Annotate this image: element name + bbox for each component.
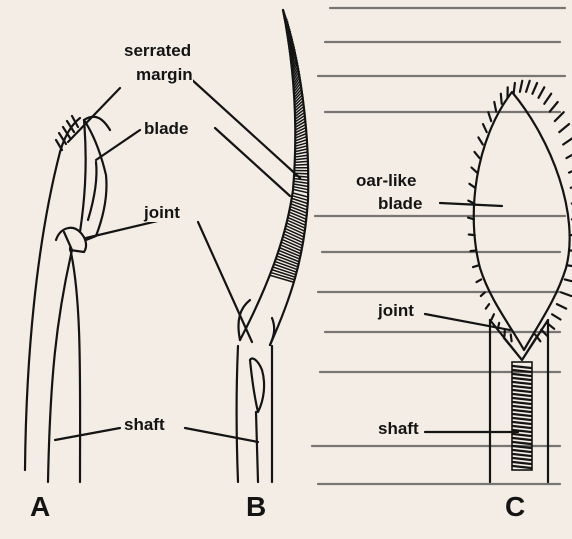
core-hatch-line bbox=[513, 450, 531, 452]
core-hatch-line bbox=[513, 410, 531, 412]
core-hatch-line bbox=[513, 414, 531, 416]
core-hatch-line bbox=[513, 418, 531, 420]
serration-tooth bbox=[477, 279, 482, 282]
figure-letter-b: B bbox=[246, 492, 266, 521]
serration-tooth bbox=[473, 265, 478, 267]
leader-blade-b bbox=[215, 128, 290, 196]
figure-letter-c: C bbox=[505, 492, 525, 521]
serration-tooth bbox=[565, 279, 572, 282]
core-hatch-line bbox=[513, 438, 531, 440]
leader-serrated-b bbox=[190, 78, 300, 178]
label-oar-like-line2: blade bbox=[378, 195, 422, 213]
figure-a-serrations bbox=[56, 116, 78, 150]
figure-a-shaft-right bbox=[70, 248, 80, 482]
label-serrated-line1: serrated bbox=[124, 42, 191, 60]
core-hatch-line bbox=[513, 466, 531, 468]
core-hatch-line bbox=[513, 378, 531, 380]
figure-c-blade bbox=[474, 92, 570, 350]
serration-tooth bbox=[552, 314, 560, 319]
core-hatch-line bbox=[513, 422, 531, 424]
core-hatch-line bbox=[513, 434, 531, 436]
serration-tooth bbox=[501, 94, 502, 104]
label-joint-c: joint bbox=[378, 302, 414, 320]
core-hatch-line bbox=[513, 374, 531, 376]
serration-tooth bbox=[526, 81, 530, 92]
serration-tooth bbox=[568, 265, 572, 267]
serration-tooth bbox=[478, 137, 482, 144]
serration-tooth bbox=[492, 314, 494, 319]
figure-b-hatching bbox=[271, 19, 309, 282]
serration-tooth bbox=[469, 184, 475, 188]
core-hatch-line bbox=[513, 394, 531, 396]
core-hatch-line bbox=[513, 446, 531, 448]
serration-tooth bbox=[555, 112, 564, 121]
figure-c-serrations bbox=[468, 81, 572, 342]
leader-joint-c bbox=[425, 314, 510, 330]
leader-shaft-a bbox=[55, 428, 120, 440]
serration-tooth bbox=[567, 152, 572, 158]
leader-serrated-a bbox=[68, 88, 120, 142]
label-blade: blade bbox=[144, 120, 188, 138]
figure-a-drawing bbox=[25, 116, 110, 482]
serration-tooth bbox=[488, 112, 491, 121]
figure-a-inner-v bbox=[48, 232, 72, 482]
figure-c-drawing bbox=[468, 81, 572, 482]
serration-tooth bbox=[514, 83, 515, 94]
serration-tooth bbox=[544, 94, 551, 104]
serration-tooth bbox=[532, 83, 537, 94]
serration-tooth bbox=[557, 304, 566, 309]
figure-a-blade-inner bbox=[88, 162, 97, 220]
core-hatch-line bbox=[513, 454, 531, 456]
core-hatch-line bbox=[513, 406, 531, 408]
label-oar-like-line1: oar-like bbox=[356, 172, 416, 190]
serration-tooth bbox=[511, 335, 512, 342]
core-hatch-line bbox=[513, 442, 531, 444]
figure-b-shaft-center bbox=[256, 412, 258, 482]
core-hatch-line bbox=[513, 458, 531, 460]
serration-tooth bbox=[561, 292, 571, 296]
label-shaft-c: shaft bbox=[378, 420, 419, 438]
figure-b-shaft bbox=[237, 346, 273, 482]
serration-tooth bbox=[469, 235, 475, 236]
core-hatch-line bbox=[513, 402, 531, 404]
core-hatch-line bbox=[513, 398, 531, 400]
serration-tooth bbox=[483, 124, 487, 132]
core-hatch-line bbox=[513, 462, 531, 464]
leader-shaft-b bbox=[185, 428, 258, 442]
serration-tooth bbox=[486, 304, 489, 309]
core-hatch-line bbox=[513, 382, 531, 384]
leader-blade-a bbox=[96, 130, 140, 160]
serration-tooth bbox=[563, 137, 572, 144]
core-hatch-line bbox=[513, 370, 531, 372]
serration-tooth bbox=[539, 87, 545, 98]
label-shaft-b: shaft bbox=[124, 416, 165, 434]
leader-oar-blade bbox=[440, 203, 502, 206]
label-joint-b: joint bbox=[144, 204, 180, 222]
figure-b-blade-right bbox=[270, 10, 308, 345]
serration-tooth bbox=[559, 124, 569, 132]
leader-joint-b bbox=[198, 222, 252, 342]
core-hatch-line bbox=[513, 390, 531, 392]
figure-a-blade bbox=[80, 120, 107, 240]
serration-tooth bbox=[475, 152, 480, 158]
figure-b-shaft-inner bbox=[250, 358, 264, 412]
core-hatch-line bbox=[513, 426, 531, 428]
figure-letter-a: A bbox=[30, 492, 50, 521]
serration-tooth bbox=[550, 102, 558, 112]
serration-tooth bbox=[481, 292, 485, 296]
serration-tooth bbox=[472, 168, 478, 173]
serration-tooth bbox=[520, 81, 522, 92]
serration-tooth bbox=[471, 251, 477, 252]
figure-a-shaft-left bbox=[25, 152, 60, 470]
label-serrated-line2: margin bbox=[136, 66, 193, 84]
figure-b-drawing bbox=[237, 10, 309, 482]
core-hatch-line bbox=[513, 386, 531, 388]
serration-tooth bbox=[494, 102, 496, 112]
figure-c-core-hatching bbox=[513, 366, 531, 468]
core-hatch-line bbox=[513, 366, 531, 368]
